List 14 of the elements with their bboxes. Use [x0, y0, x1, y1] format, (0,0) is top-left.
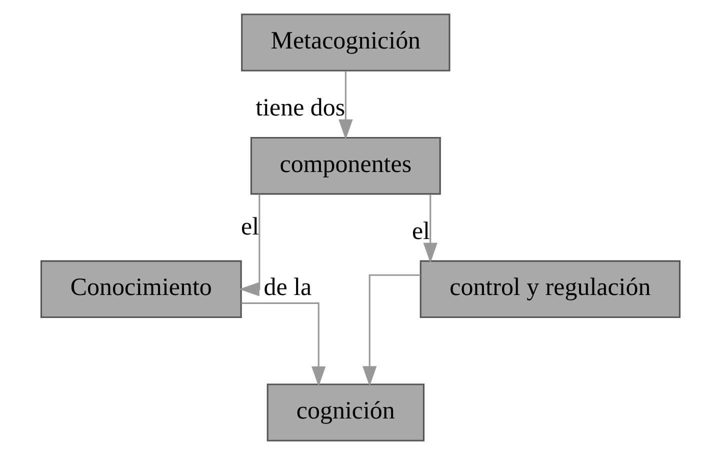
edge-label: de la	[264, 274, 312, 302]
node-box: cognición	[266, 384, 424, 442]
node-box: control y regulación	[420, 260, 681, 318]
node-box: componentes	[250, 136, 441, 195]
node-box: Conocimiento	[40, 260, 242, 318]
arrow	[423, 194, 438, 264]
arrow	[338, 71, 353, 140]
edge-label: el	[412, 218, 430, 245]
edge-label: tiene dos	[256, 94, 346, 122]
edge-label: el	[241, 214, 260, 241]
node-box: Metacognición	[241, 14, 450, 72]
arrow	[362, 274, 420, 386]
arrow	[239, 194, 260, 296]
arrow	[241, 302, 326, 387]
